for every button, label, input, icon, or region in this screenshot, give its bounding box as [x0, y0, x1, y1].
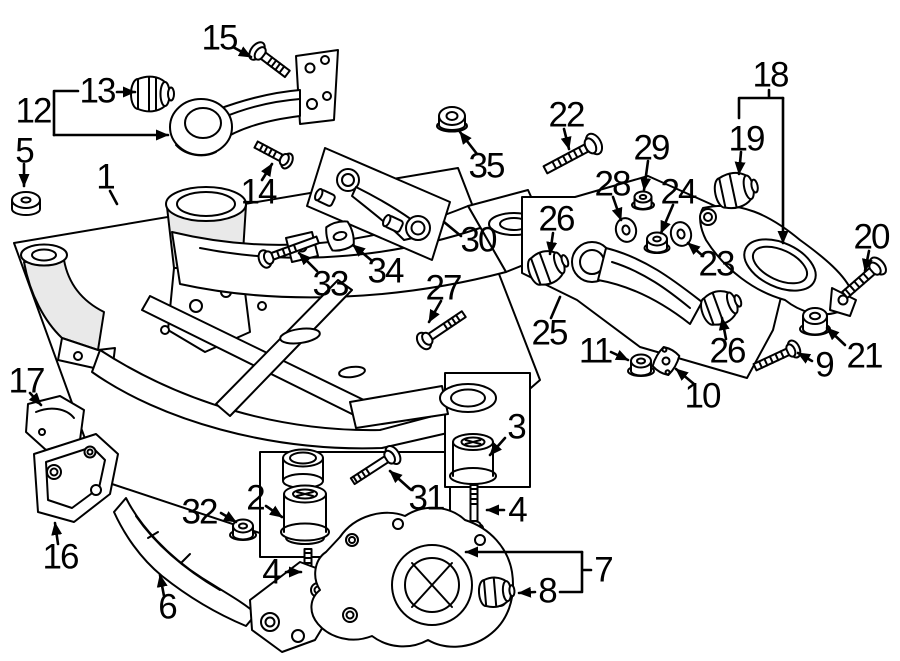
bolt-31	[349, 444, 402, 486]
bolt-15	[248, 41, 291, 79]
callout-34: 34	[367, 251, 405, 291]
callout-25: 25	[531, 313, 569, 353]
nut-35	[436, 106, 468, 133]
callout-4-left: 4	[262, 552, 282, 592]
bushing-seat	[282, 448, 324, 489]
callout-32: 32	[181, 492, 219, 532]
callout-26-left: 26	[538, 199, 576, 239]
callout-14: 14	[240, 172, 278, 212]
link-30-box	[306, 147, 451, 261]
callout-1: 1	[96, 157, 116, 197]
upper-arm-drawing	[571, 241, 703, 325]
callout-22: 22	[548, 95, 586, 135]
brace-6	[113, 497, 257, 627]
callout-19: 19	[728, 119, 766, 159]
trailing-arm-drawing	[169, 49, 339, 157]
bolt-27	[415, 310, 467, 351]
callout-7: 7	[594, 550, 614, 590]
callout-12: 12	[15, 91, 53, 131]
callout-21: 21	[846, 336, 884, 376]
callout-17: 17	[8, 361, 46, 401]
bushing-8	[477, 576, 516, 608]
bracket-16	[33, 433, 119, 523]
bolt-22	[542, 132, 604, 175]
callout-8: 8	[538, 571, 558, 611]
bolt-33	[257, 235, 320, 269]
subframe-drawing	[20, 186, 557, 450]
callout-23: 23	[698, 244, 736, 284]
subframe-bushing-2	[280, 484, 330, 545]
leader-lines	[18, 45, 873, 598]
callout-16: 16	[42, 537, 80, 577]
bolt-20	[841, 256, 887, 299]
grommet-5	[11, 191, 41, 216]
nut-24	[643, 231, 671, 254]
callout-33: 33	[312, 264, 350, 304]
callout-20: 20	[853, 217, 891, 257]
callout-29: 29	[633, 128, 671, 168]
plate-10	[651, 345, 681, 377]
nut-29	[631, 190, 655, 211]
bolt-14	[253, 140, 294, 170]
callout-30: 30	[460, 220, 498, 260]
nut-11	[627, 353, 655, 377]
callout-3: 3	[507, 407, 527, 447]
callout-10: 10	[684, 376, 722, 416]
knuckle-7	[310, 506, 514, 648]
washer-23	[669, 221, 693, 247]
callout-9: 9	[815, 345, 835, 385]
subframe-bushing-3	[449, 433, 497, 485]
bushing-26-left	[527, 250, 570, 286]
callout-2: 2	[246, 478, 266, 518]
callout-28: 28	[594, 164, 632, 204]
bushing-19	[713, 171, 759, 210]
nut-21	[799, 307, 831, 336]
callout-15: 15	[201, 18, 239, 58]
callout-27: 27	[425, 268, 463, 308]
callout-31: 31	[408, 478, 446, 518]
callout-13: 13	[79, 71, 117, 111]
callout-6: 6	[158, 587, 178, 627]
bushing-13	[130, 75, 175, 113]
callout-11: 11	[578, 331, 613, 371]
callout-26-right: 26	[709, 331, 747, 371]
callout-5: 5	[15, 131, 35, 171]
callout-24: 24	[660, 172, 698, 212]
callout-4-right: 4	[508, 490, 528, 530]
nut-32	[229, 518, 257, 541]
washer-28	[614, 217, 638, 243]
plate-34	[325, 220, 355, 252]
callout-35: 35	[468, 146, 506, 186]
subframe-right-arm	[349, 383, 497, 429]
callout-18: 18	[752, 55, 790, 95]
